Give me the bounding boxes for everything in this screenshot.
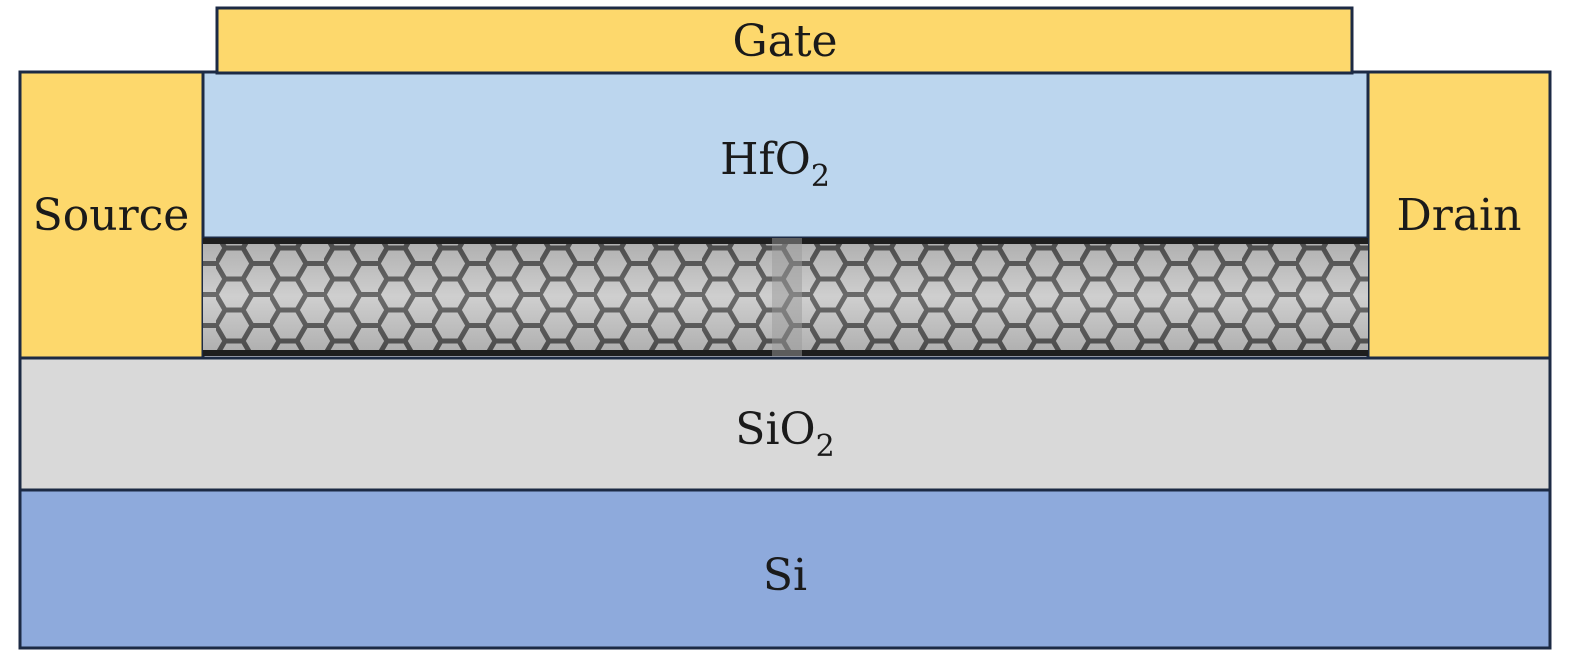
gate-label: Gate: [732, 16, 837, 67]
sio2-label: SiO2: [735, 404, 834, 464]
si-substrate-layer: [18, 488, 1552, 650]
sio2-layer: [18, 356, 1552, 492]
source-label: Source: [33, 190, 190, 241]
gate-contact: [215, 6, 1354, 75]
carbon-nanotube-icon: [203, 238, 1368, 356]
drain-label: Drain: [1397, 190, 1522, 241]
si-label: Si: [763, 550, 807, 601]
source-contact: [18, 70, 205, 360]
hfo2-label: HfO2: [720, 134, 830, 194]
drain-contact: [1366, 70, 1552, 360]
